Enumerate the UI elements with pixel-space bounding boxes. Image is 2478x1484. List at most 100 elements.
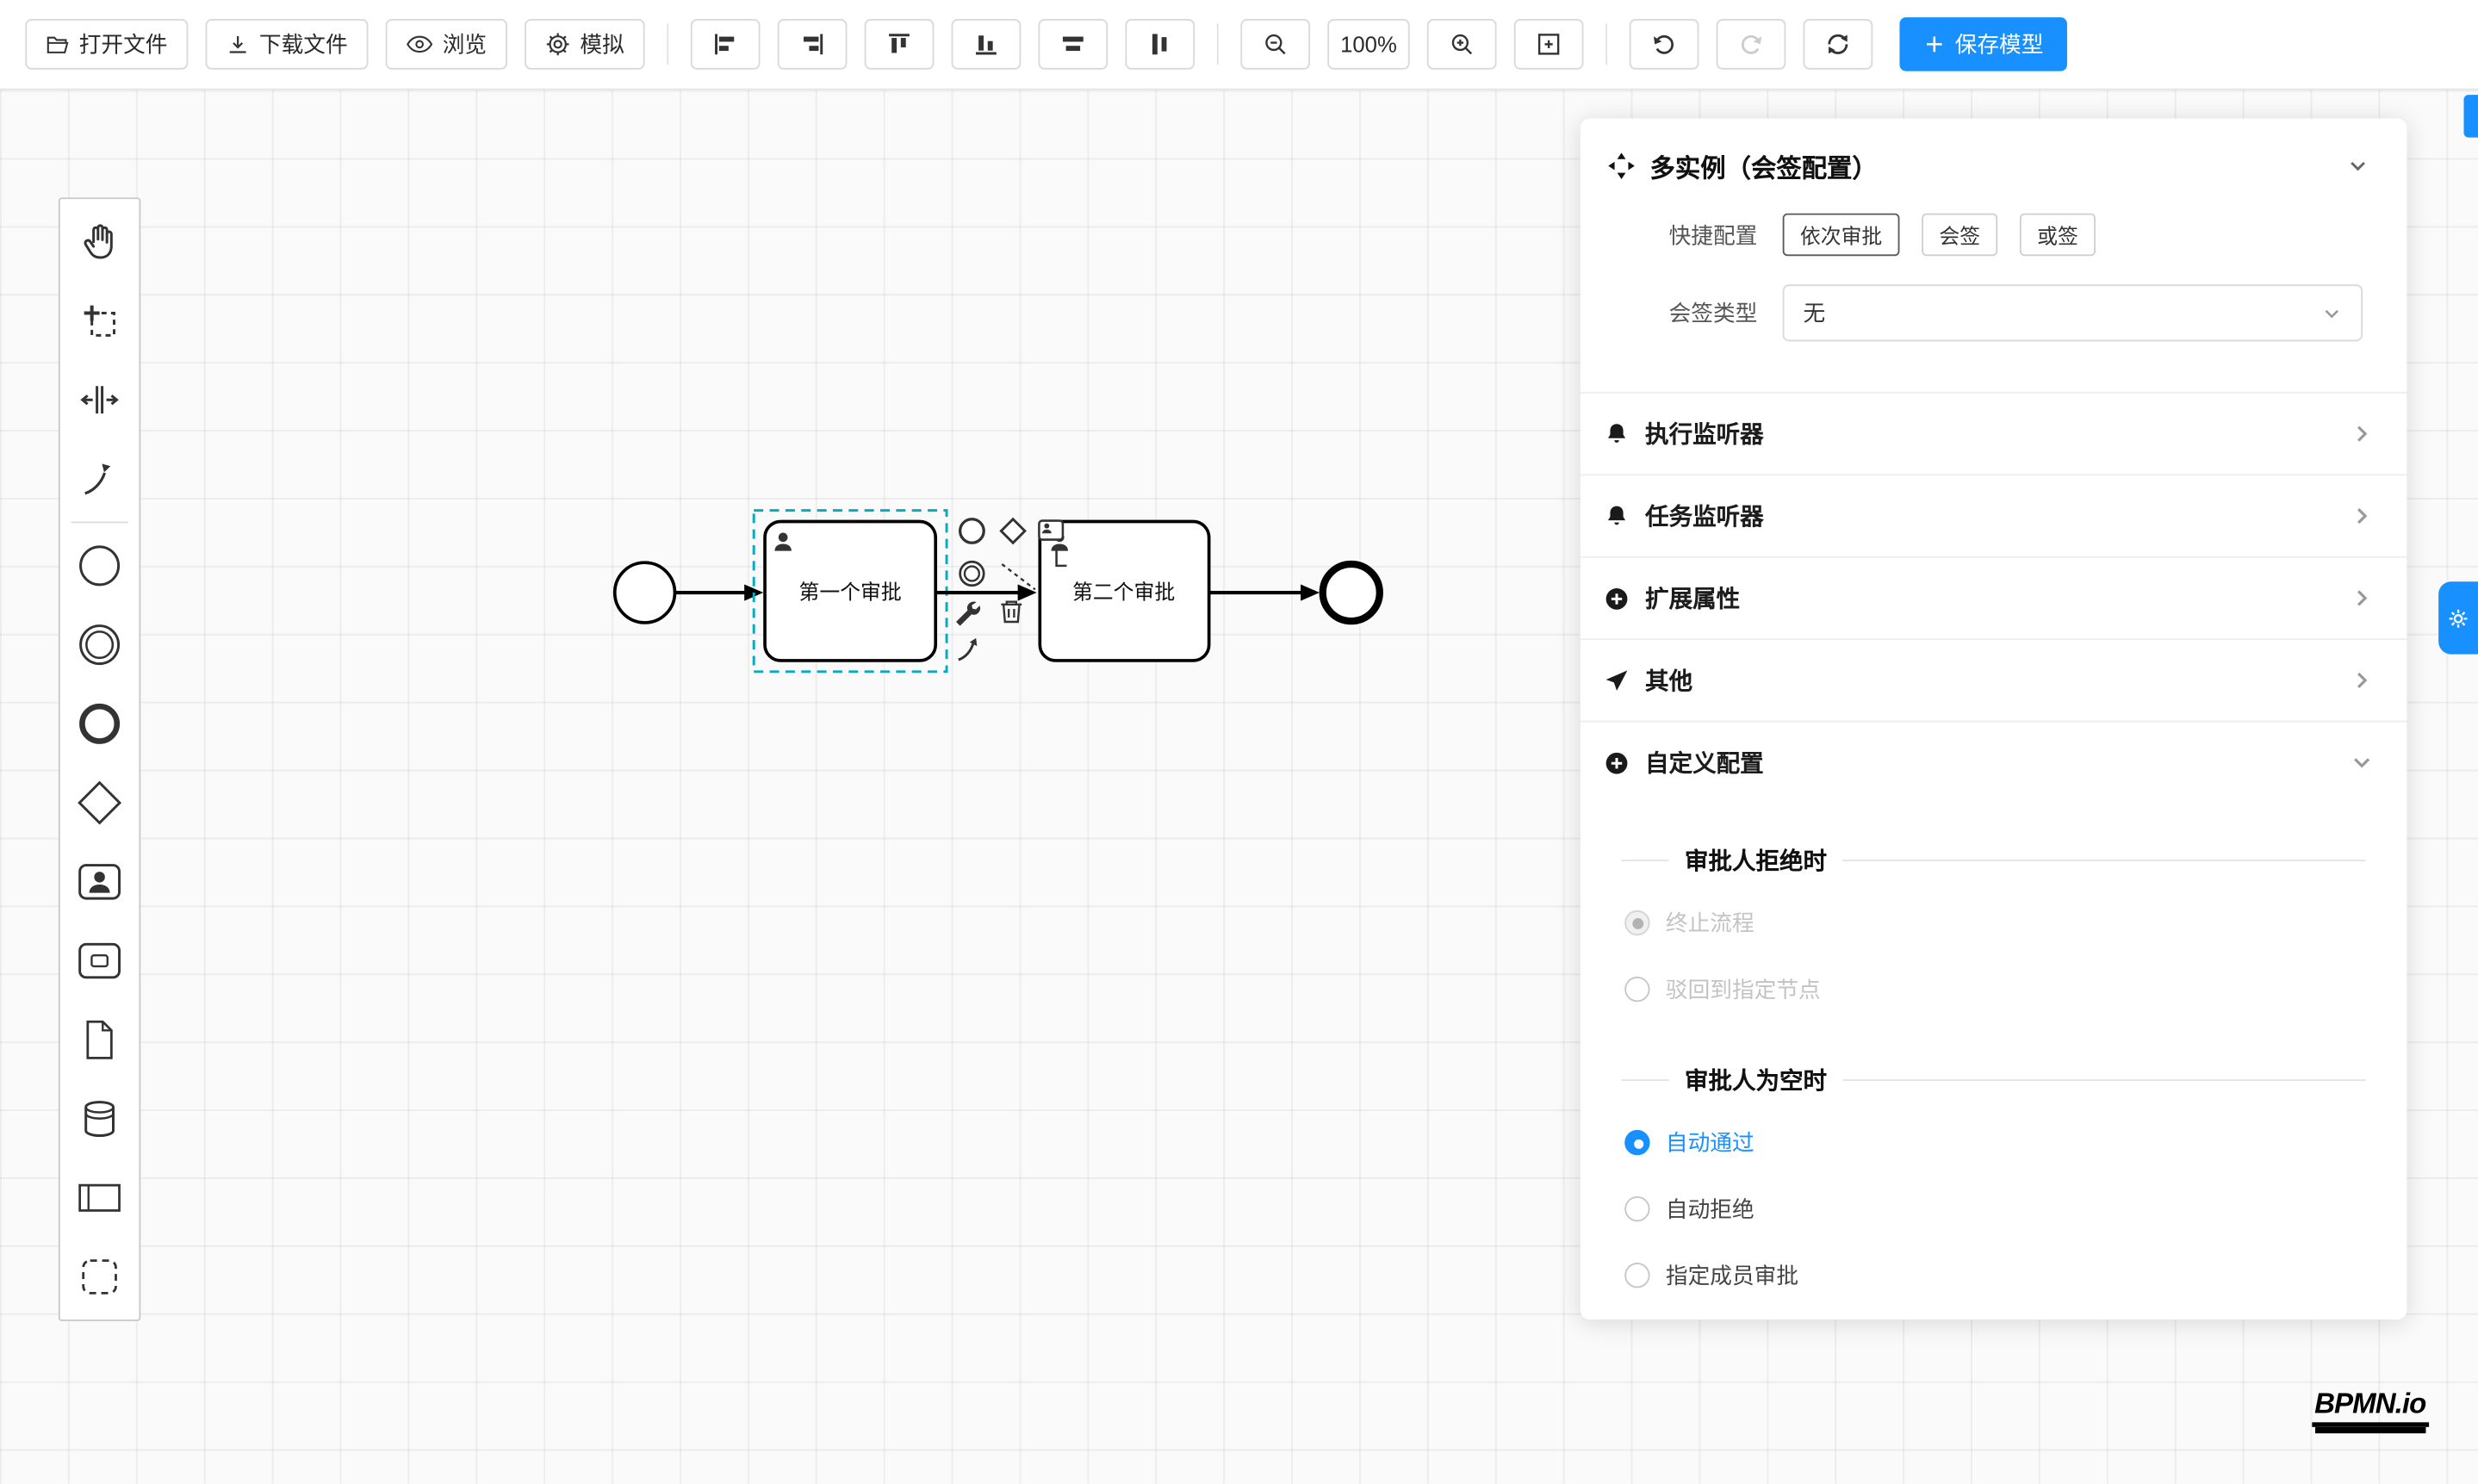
section-custom-config[interactable]: 自定义配置 — [1580, 720, 2407, 803]
zoom-out-button[interactable] — [1240, 19, 1311, 70]
palette-data-store[interactable] — [60, 1079, 140, 1158]
chip-sequential-approval[interactable]: 依次审批 — [1782, 213, 1900, 257]
palette-space-tool[interactable] — [60, 360, 140, 439]
radio-reject-to-node[interactable]: 驳回到指定节点 — [1581, 956, 2407, 1022]
refresh-button[interactable] — [1803, 19, 1873, 70]
panel-title: 多实例（会签配置） — [1649, 156, 1878, 183]
end-event-shape[interactable] — [1319, 560, 1383, 625]
palette-lasso-tool[interactable] — [60, 282, 140, 361]
open-file-label: 打开文件 — [78, 31, 168, 58]
task-second-approval[interactable]: 第二个审批 — [1038, 519, 1211, 662]
section-other[interactable]: 其他 — [1580, 638, 2407, 720]
chevron-down-icon[interactable] — [2347, 155, 2369, 177]
append-intermediate-event-icon[interactable] — [959, 560, 985, 587]
quick-config-options: 依次审批 会签 或签 — [1782, 213, 2096, 257]
append-gateway-icon[interactable] — [999, 517, 1027, 545]
palette-user-task[interactable] — [60, 842, 140, 922]
radio-auto-pass[interactable]: 自动通过 — [1581, 1109, 2407, 1176]
append-user-task-icon[interactable] — [1038, 519, 1065, 541]
radio-icon — [1624, 910, 1650, 936]
align-center-vertical-button[interactable] — [1125, 19, 1196, 70]
zoom-in-button[interactable] — [1426, 19, 1497, 70]
trash-icon[interactable] — [1001, 600, 1022, 624]
radio-icon — [1624, 1129, 1650, 1156]
plus-circle-icon — [1603, 748, 1631, 777]
chevron-right-icon — [2351, 588, 2372, 609]
sequence-flow-2[interactable] — [935, 584, 1037, 601]
palette-subprocess[interactable] — [60, 922, 140, 1001]
radio-icon — [1624, 976, 1650, 1003]
start-event-shape[interactable] — [612, 561, 677, 624]
custom-config-body: 审批人拒绝时 终止流程 驳回到指定节点 审批人为空时 自动通过 — [1581, 844, 2407, 1308]
chevron-right-icon — [2351, 424, 2372, 444]
folder-open-icon — [46, 33, 70, 57]
properties-panel: 多实例（会签配置） 快捷配置 依次审批 会签 或签 会签类型 无 — [1580, 118, 2407, 1320]
lasso-tool-icon — [79, 301, 121, 342]
redo-icon — [1738, 32, 1763, 57]
radio-terminate-process[interactable]: 终止流程 — [1581, 890, 2407, 956]
fit-view-button[interactable] — [1513, 19, 1584, 70]
quick-config-row: 快捷配置 依次审批 会签 或签 — [1581, 213, 2363, 257]
save-model-button[interactable]: 保存模型 — [1899, 17, 2067, 71]
palette-start-event[interactable] — [60, 526, 140, 605]
open-file-button[interactable]: 打开文件 — [25, 19, 189, 70]
palette-end-event[interactable] — [60, 684, 140, 763]
palette-gateway[interactable] — [60, 763, 140, 842]
toolbar-separator — [667, 23, 669, 65]
chevron-right-icon — [2351, 506, 2372, 526]
sequence-flow-3[interactable] — [1208, 584, 1320, 601]
toolbar: 打开文件 下载文件 浏览 模拟 — [0, 0, 2478, 90]
palette-participant[interactable] — [60, 1158, 140, 1238]
bpmn-io-logo[interactable]: BPMN.io — [2311, 1388, 2430, 1427]
palette-group[interactable] — [60, 1238, 140, 1317]
section-label: 其他 — [1645, 668, 1693, 696]
align-left-button[interactable] — [690, 19, 761, 70]
radio-label: 终止流程 — [1665, 910, 1754, 936]
task-first-approval[interactable]: 第一个审批 — [763, 519, 938, 662]
section-extended-properties[interactable]: 扩展属性 — [1580, 556, 2407, 638]
section-label: 扩展属性 — [1645, 586, 1741, 613]
palette-intermediate-event[interactable] — [60, 605, 140, 685]
eye-icon — [407, 34, 433, 53]
settings-tab[interactable] — [2438, 581, 2478, 655]
send-icon — [1603, 666, 1631, 694]
divider-line — [1842, 1079, 2366, 1082]
zoom-level-display[interactable]: 100% — [1327, 19, 1410, 70]
append-end-event-icon[interactable] — [959, 518, 985, 544]
radio-assign-member[interactable]: 指定成员审批 — [1581, 1242, 2407, 1308]
undo-button[interactable] — [1629, 19, 1699, 70]
redo-button[interactable] — [1716, 19, 1786, 70]
text-annotation-icon[interactable] — [1055, 546, 1067, 568]
palette-hand-tool[interactable] — [60, 202, 140, 282]
align-bottom-button[interactable] — [951, 19, 1022, 70]
section-execution-listener[interactable]: 执行监听器 — [1580, 392, 2407, 474]
align-right-button[interactable] — [777, 19, 848, 70]
wrench-icon[interactable] — [956, 601, 981, 626]
align-left-icon — [713, 32, 738, 57]
chevron-right-icon — [2351, 670, 2372, 691]
chip-countersign[interactable]: 会签 — [1922, 213, 1998, 257]
radio-icon — [1624, 1195, 1650, 1222]
panel-header[interactable]: 多实例（会签配置） — [1581, 119, 2407, 191]
palette-data-object[interactable] — [60, 1000, 140, 1079]
connect-tool-icon[interactable] — [958, 637, 978, 661]
plus-icon — [1923, 34, 1946, 56]
align-center-horizontal-button[interactable] — [1038, 19, 1109, 70]
multi-instance-icon — [1605, 150, 1637, 182]
collapsed-panel-tab[interactable] — [2463, 95, 2478, 138]
download-file-button[interactable]: 下载文件 — [205, 19, 369, 70]
chip-or-sign[interactable]: 或签 — [2019, 213, 2096, 257]
palette-global-connect-tool[interactable] — [60, 439, 140, 518]
countersign-type-select[interactable]: 无 — [1782, 284, 2363, 342]
refresh-icon — [1825, 32, 1850, 57]
align-center-h-icon — [1060, 32, 1085, 57]
radio-auto-reject[interactable]: 自动拒绝 — [1581, 1176, 2407, 1242]
divider-line — [1621, 1079, 1669, 1082]
align-top-button[interactable] — [864, 19, 935, 70]
sequence-flow-1[interactable] — [675, 584, 764, 601]
simulate-button[interactable]: 模拟 — [525, 19, 645, 70]
approver-empty-header: 审批人为空时 — [1581, 1064, 2407, 1097]
quick-config-label: 快捷配置 — [1668, 221, 1758, 248]
section-task-listener[interactable]: 任务监听器 — [1580, 474, 2407, 556]
preview-button[interactable]: 浏览 — [385, 19, 507, 70]
